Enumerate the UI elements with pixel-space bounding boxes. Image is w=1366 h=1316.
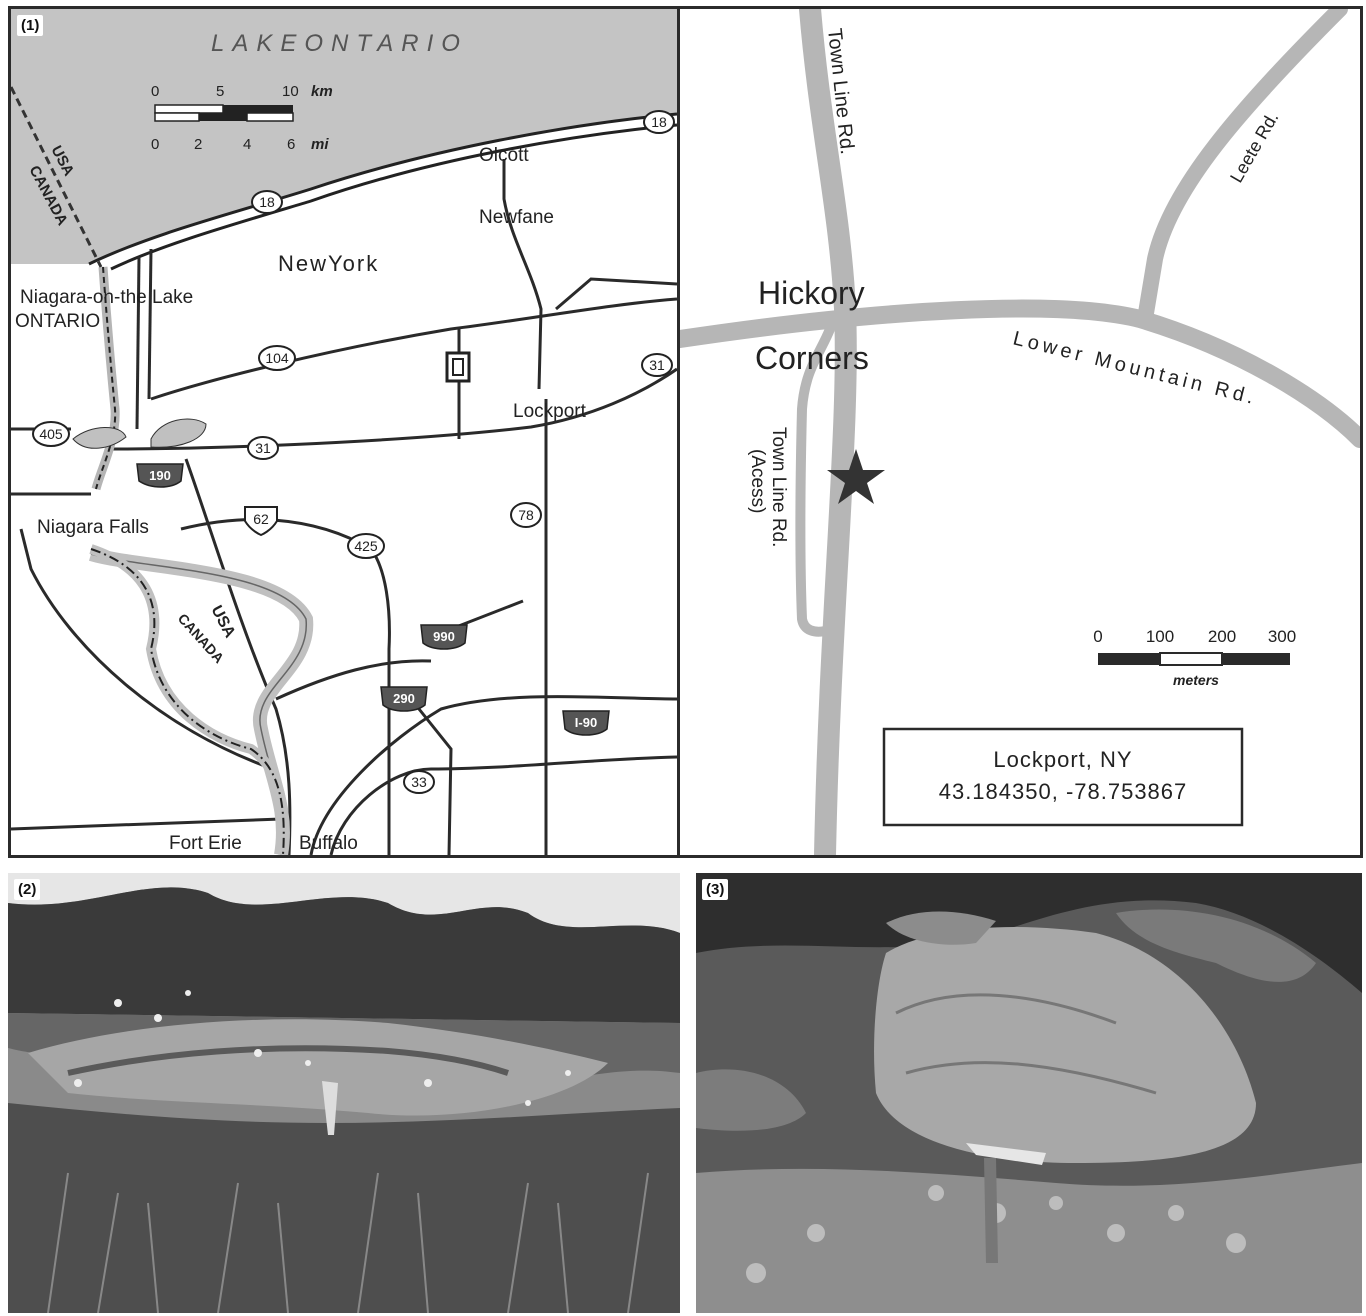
closeup-photo-panel: (3) [696, 873, 1362, 1313]
site-scale: 0 100 200 300 meters [1093, 627, 1296, 688]
scale-km-unit: km [311, 83, 333, 100]
svg-text:290: 290 [393, 691, 415, 706]
border-usa-mid: USA [207, 603, 238, 641]
place-olcott: Olcott [479, 145, 529, 166]
lake-ontario-water [11, 9, 677, 264]
site-star-icon [827, 449, 885, 504]
info-location: Lockport, NY [993, 747, 1132, 772]
scale-mi-tick-0: 0 [151, 136, 159, 153]
scale-tick-100: 100 [1146, 627, 1174, 646]
place-niagara-falls: Niagara Falls [37, 517, 149, 538]
scale-unit: meters [1173, 672, 1219, 688]
scale-km-tick-5: 5 [216, 83, 224, 100]
local-site-map-panel: Town Line Rd. Leete Rd. Lower Mountain R… [677, 6, 1363, 858]
interstate-290-shield: 290 [380, 686, 428, 712]
lake-ontario-label: LAKEONTARIO [211, 30, 468, 57]
panel-label-1: (1) [17, 15, 44, 36]
place-newfane: Newfane [479, 207, 554, 228]
svg-text:33: 33 [411, 774, 427, 790]
svg-text:405: 405 [39, 426, 63, 442]
panel-label-2: (2) [14, 879, 41, 900]
closeup-photo [696, 873, 1362, 1313]
route-78-shield: 78 [510, 502, 542, 528]
scale-mi-tick-2: 2 [194, 136, 202, 153]
svg-text:18: 18 [651, 114, 667, 130]
regional-map: 0 5 10 km 0 2 4 6 mi LAKEONTARIO USA CAN… [11, 9, 677, 855]
interstate-90-shield: I-90 [562, 710, 610, 736]
scale-km-tick-0: 0 [151, 83, 159, 100]
place-hickory: Hickory [758, 275, 865, 311]
rock-hammer-head-icon [966, 1143, 1046, 1165]
label-town-line-access-1: Town Line Rd. [768, 427, 789, 547]
place-fort-erie: Fort Erie [169, 833, 242, 854]
place-corners: Corners [755, 340, 869, 376]
route-62-shield: 62 [244, 506, 278, 537]
svg-text:I-90: I-90 [575, 715, 597, 730]
town-line-road [799, 9, 857, 855]
scale-tick-300: 300 [1268, 627, 1296, 646]
route-425-shield: 425 [347, 533, 385, 559]
route-31-west-shield: 31 [247, 436, 279, 460]
svg-text:990: 990 [433, 629, 455, 644]
outcrop-photo [8, 873, 680, 1313]
place-buffalo: Buffalo [299, 833, 358, 854]
svg-text:31: 31 [649, 357, 665, 373]
regional-map-panel: 0 5 10 km 0 2 4 6 mi LAKEONTARIO USA CAN… [8, 6, 680, 858]
place-lockport: Lockport [513, 401, 587, 422]
leete-road [1137, 9, 1348, 327]
route-104-shield: 104 [258, 345, 296, 371]
svg-text:31: 31 [255, 440, 271, 456]
label-lower-mountain-rd: Lower Mountain Rd. [1011, 328, 1260, 410]
lower-mountain-road [680, 299, 1360, 448]
info-coordinates: 43.184350, -78.753867 [939, 779, 1188, 804]
panel-label-3: (3) [702, 879, 729, 900]
local-site-map: Town Line Rd. Leete Rd. Lower Mountain R… [680, 9, 1360, 855]
place-niagara-on-the-lake: Niagara-on-the Lake [20, 287, 193, 308]
place-new-york: NewYork [278, 251, 379, 276]
svg-text:78: 78 [518, 507, 534, 523]
svg-text:190: 190 [149, 468, 171, 483]
label-town-line-access-2: (Acess) [747, 449, 768, 513]
svg-text:425: 425 [354, 538, 378, 554]
scale-tick-200: 200 [1208, 627, 1236, 646]
svg-text:18: 18 [259, 194, 275, 210]
location-info-box [882, 727, 1244, 827]
interstate-990-shield: 990 [420, 624, 468, 650]
route-405-shield: 405 [32, 421, 70, 447]
scale-mi-tick-4: 4 [243, 136, 251, 153]
scale-km-tick-10: 10 [282, 83, 299, 100]
map-scale: 0 5 10 km 0 2 4 6 mi [151, 83, 333, 153]
scale-tick-0: 0 [1093, 627, 1102, 646]
scale-mi-unit: mi [311, 136, 329, 153]
interstate-190-shield: 190 [136, 463, 184, 488]
svg-text:62: 62 [253, 511, 269, 527]
scale-mi-tick-6: 6 [287, 136, 295, 153]
rock-hammer-handle-icon [984, 1158, 998, 1263]
route-18-east-shield: 18 [643, 110, 675, 134]
svg-text:104: 104 [265, 350, 289, 366]
route-33-shield: 33 [403, 770, 435, 794]
route-31-east-shield: 31 [641, 353, 673, 377]
place-ontario: ONTARIO [15, 311, 100, 332]
outcrop-photo-panel: (2) [8, 873, 680, 1313]
route-18-west-shield: 18 [251, 190, 283, 214]
town-line-access-road [795, 324, 835, 637]
rock-hammer-icon [322, 1081, 338, 1135]
route-shields: 18 18 104 31 31 405 190 62 425 78 990 29… [32, 110, 675, 794]
